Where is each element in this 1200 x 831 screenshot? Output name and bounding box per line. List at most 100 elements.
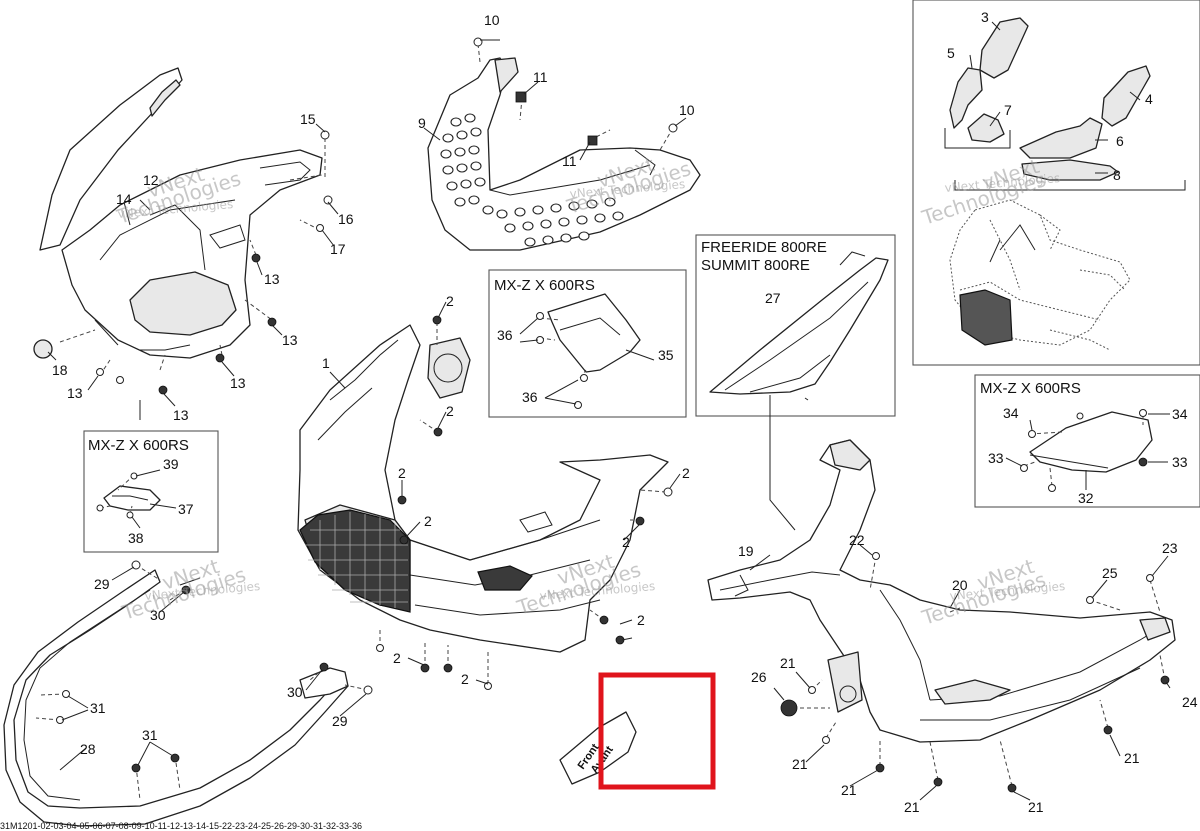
panel-9-holes (440, 113, 624, 247)
front-direction-label: Front Avant (559, 711, 637, 785)
callout-33: 33 (1172, 454, 1188, 470)
callout-36: 36 (497, 327, 513, 343)
callout-13: 13 (282, 332, 298, 348)
callout-30: 30 (287, 684, 303, 700)
callout-5: 5 (947, 45, 955, 61)
callout-19: 19 (738, 543, 754, 559)
box-mxz-right (974, 374, 1200, 508)
callout-2: 2 (461, 671, 469, 687)
callout-21: 21 (1124, 750, 1140, 766)
box-freeride-summit (695, 234, 896, 417)
callout-14: 14 (116, 191, 132, 207)
callout-30: 30 (150, 607, 166, 623)
callout-3: 3 (981, 9, 989, 25)
callout-16: 16 (338, 211, 354, 227)
callout-37: 37 (178, 501, 194, 517)
grommet-part-26 (780, 699, 798, 717)
callout-13: 13 (264, 271, 280, 287)
callout-13: 13 (230, 375, 246, 391)
box-label-summit: SUMMIT 800RE (701, 257, 810, 274)
callout-25: 25 (1102, 565, 1118, 581)
callout-26: 26 (751, 669, 767, 685)
callout-8: 8 (1113, 167, 1121, 183)
callout-29: 29 (94, 576, 110, 592)
box-label-freeride: FREERIDE 800RE (701, 239, 827, 256)
callout-21: 21 (1028, 799, 1044, 815)
callout-28: 28 (80, 741, 96, 757)
side-pan-19 (707, 439, 1176, 743)
callout-12: 12 (143, 172, 159, 188)
callout-21: 21 (841, 782, 857, 798)
callout-22: 22 (849, 532, 865, 548)
callout-2: 2 (446, 293, 454, 309)
callout-7: 7 (1004, 102, 1012, 118)
callout-13: 13 (173, 407, 189, 423)
callout-34: 34 (1172, 406, 1188, 422)
nose-grille (299, 509, 411, 613)
callout-39: 39 (163, 456, 179, 472)
main-nose-pan (297, 324, 669, 653)
callout-34: 34 (1003, 405, 1019, 421)
box-label-mxz-right: MX-Z X 600RS (980, 380, 1081, 397)
callout-1: 1 (322, 355, 330, 371)
part-7 (967, 113, 1005, 143)
callout-9: 9 (418, 115, 426, 131)
callout-10: 10 (679, 102, 695, 118)
plug-part-18 (33, 339, 53, 359)
inset-parts (944, 17, 1186, 351)
callout-21: 21 (780, 655, 796, 671)
upper-left-console (39, 67, 323, 359)
footer-drawing-code: 31M1201-02-03-04-05-06-07-08-09-10-11-12… (0, 821, 362, 831)
callout-2: 2 (446, 403, 454, 419)
callout-4: 4 (1145, 91, 1153, 107)
callout-2: 2 (398, 465, 406, 481)
callout-23: 23 (1162, 540, 1178, 556)
callout-35: 35 (658, 347, 674, 363)
callout-2: 2 (622, 534, 630, 550)
callout-2: 2 (637, 612, 645, 628)
callout-numbers: 1 2 2 2 2 2 2 2 2 2 3 4 5 6 7 8 9 10 10 … (52, 9, 1198, 815)
callout-24: 24 (1182, 694, 1198, 710)
callout-6: 6 (1116, 133, 1124, 149)
side-deflector-27 (709, 251, 889, 395)
side-panel-35 (547, 293, 641, 373)
callout-31: 31 (90, 700, 106, 716)
callout-18: 18 (52, 362, 68, 378)
callout-36: 36 (522, 389, 538, 405)
callout-13: 13 (67, 385, 83, 401)
inset-panel-frame (912, 0, 1200, 366)
callout-27: 27 (765, 290, 781, 306)
part-8 (1021, 159, 1119, 181)
callout-31: 31 (142, 727, 158, 743)
part-4 (1101, 65, 1151, 127)
callout-20: 20 (952, 577, 968, 593)
callout-29: 29 (332, 713, 348, 729)
box-mxz-left (83, 430, 219, 553)
upper-center-panel (427, 57, 701, 251)
callout-15: 15 (300, 111, 316, 127)
callout-11: 11 (533, 69, 548, 85)
box-mxz-top (488, 269, 687, 418)
callout-33: 33 (988, 450, 1004, 466)
callout-21: 21 (792, 756, 808, 772)
part-6 (1019, 117, 1103, 159)
callout-17: 17 (330, 241, 346, 257)
callout-2: 2 (424, 513, 432, 529)
callout-11: 11 (562, 153, 577, 169)
box-label-mxz-left: MX-Z X 600RS (88, 437, 189, 454)
callout-21: 21 (904, 799, 920, 815)
plate-32 (1029, 411, 1153, 473)
callout-38: 38 (128, 530, 144, 546)
callout-2: 2 (682, 465, 690, 481)
highlight-box (598, 672, 716, 790)
part-3 (979, 17, 1029, 79)
box-label-mxz-top: MX-Z X 600RS (494, 277, 595, 294)
callout-leaders (47, 21, 1171, 801)
callout-2: 2 (393, 650, 401, 666)
bumper-28 (3, 569, 349, 827)
part-5 (949, 67, 983, 129)
inset-grille (959, 289, 1013, 346)
callout-32: 32 (1078, 490, 1094, 506)
callout-10: 10 (484, 12, 500, 28)
